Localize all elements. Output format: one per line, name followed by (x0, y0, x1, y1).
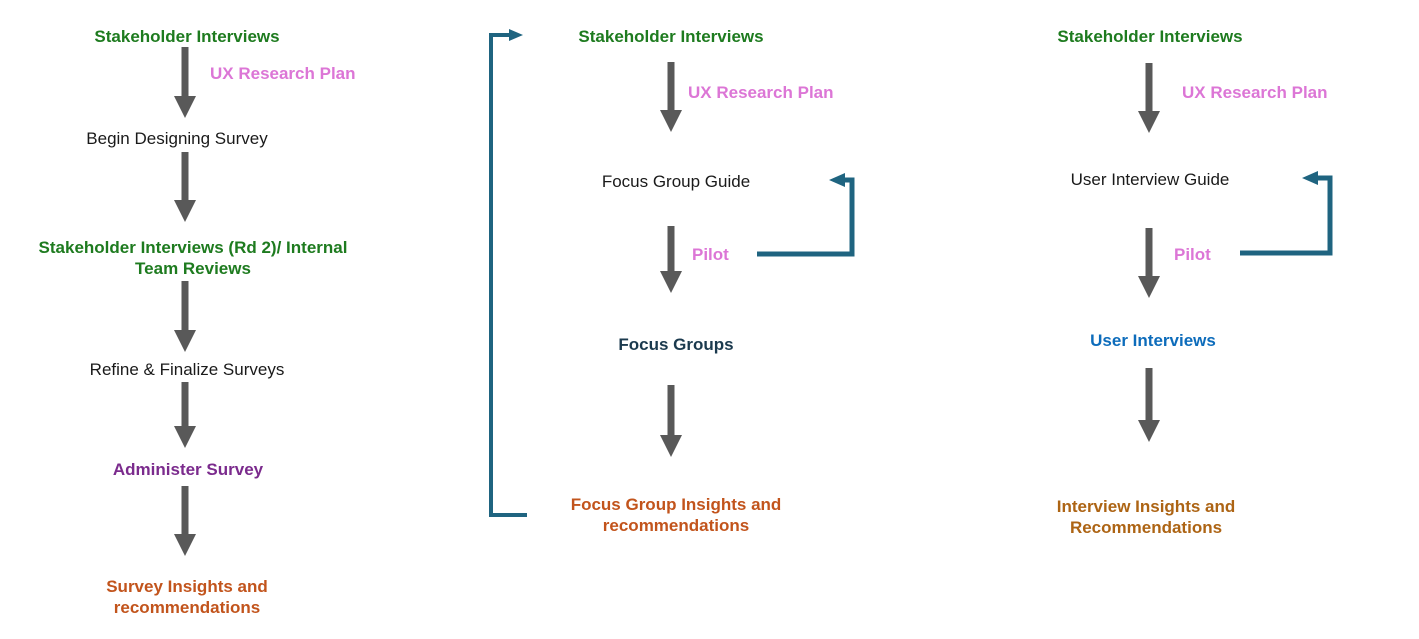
node-focus-groups: Focus Groups (618, 335, 734, 354)
arrow-label-ux-research-plan: UX Research Plan (688, 83, 834, 102)
feedback-loop-arrow (1240, 171, 1333, 256)
down-arrow (174, 281, 196, 352)
arrow-label-ux-research-plan: UX Research Plan (1182, 83, 1328, 102)
node-user-interview-guide: User Interview Guide (1070, 170, 1230, 189)
down-arrow (660, 62, 682, 132)
node-survey-insights: Survey Insights and recommendations (106, 577, 268, 617)
node-refine-finalize-surveys: Refine & Finalize Surveys (89, 360, 285, 379)
node-stakeholder-interviews: Stakeholder Interviews (578, 27, 764, 46)
down-arrow (660, 226, 682, 293)
feedback-loop-arrow (489, 29, 527, 517)
feedback-loop-arrow (757, 173, 855, 257)
node-stakeholder-interviews-rd2: Stakeholder Interviews (Rd 2)/ Internal … (38, 238, 348, 278)
arrow-label-pilot: Pilot (1174, 245, 1211, 264)
node-stakeholder-interviews: Stakeholder Interviews (1057, 27, 1243, 46)
down-arrow (1138, 368, 1160, 442)
node-user-interviews: User Interviews (1090, 331, 1216, 350)
node-administer-survey: Administer Survey (112, 460, 264, 479)
down-arrow (174, 152, 196, 222)
node-focus-group-insights: Focus Group Insights and recommendations (570, 495, 782, 535)
down-arrow (660, 385, 682, 457)
down-arrow (174, 382, 196, 448)
down-arrow (174, 47, 196, 118)
node-focus-group-guide: Focus Group Guide (601, 172, 751, 191)
arrow-label-pilot: Pilot (692, 245, 729, 264)
down-arrow (174, 486, 196, 556)
arrow-label-ux-research-plan: UX Research Plan (210, 64, 356, 83)
node-interview-insights: Interview Insights and Recommendations (1056, 497, 1236, 537)
node-stakeholder-interviews: Stakeholder Interviews (94, 27, 280, 46)
node-begin-designing-survey: Begin Designing Survey (86, 129, 268, 148)
down-arrow (1138, 63, 1160, 133)
down-arrow (1138, 228, 1160, 298)
